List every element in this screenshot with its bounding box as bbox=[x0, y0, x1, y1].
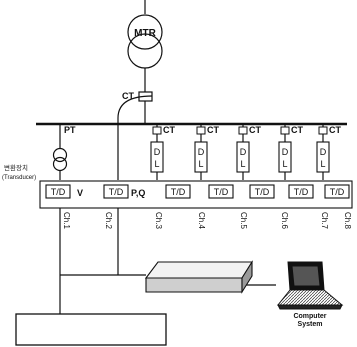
dl-letter-l: L bbox=[240, 159, 245, 169]
transformer-secondary-winding bbox=[127, 33, 163, 69]
channel-label: Ch.8 bbox=[343, 212, 352, 229]
daqbook-device bbox=[144, 260, 253, 294]
feeder-ct bbox=[238, 126, 248, 135]
td-label: T/D bbox=[330, 187, 345, 197]
channel-label: Ch.5 bbox=[239, 212, 248, 229]
dl-letter-l: L bbox=[282, 159, 287, 169]
ct-label: CT bbox=[329, 125, 341, 135]
ct-label: CT bbox=[291, 125, 303, 135]
dl-letter-l: L bbox=[320, 159, 325, 169]
main-ct-signal-line bbox=[117, 95, 153, 180]
dl-box bbox=[278, 141, 292, 173]
td-label: T/D bbox=[109, 187, 124, 197]
dl-letter-l: L bbox=[198, 159, 203, 169]
laptop-icon bbox=[276, 261, 344, 310]
td-box bbox=[45, 184, 71, 199]
dl-letter-d: D bbox=[282, 147, 289, 157]
td-box bbox=[208, 184, 234, 199]
td-label: T/D bbox=[294, 187, 309, 197]
dl-letter-d: D bbox=[198, 147, 205, 157]
channel-label: Ch.7 bbox=[320, 212, 329, 229]
dl-box bbox=[236, 141, 250, 173]
dl-letter-d: D bbox=[154, 147, 161, 157]
ct-label: CT bbox=[163, 125, 175, 135]
td-box bbox=[103, 184, 129, 199]
channel-label: Ch.6 bbox=[280, 212, 289, 229]
td-box bbox=[165, 184, 191, 199]
dl-box bbox=[194, 141, 208, 173]
transducer-label-korean: 변환장치 bbox=[4, 163, 28, 172]
channel-label: Ch.3 bbox=[154, 212, 163, 229]
transformer-label: MTR bbox=[134, 28, 156, 39]
transformer-primary-winding bbox=[127, 14, 163, 50]
td-box bbox=[324, 184, 350, 199]
pt-label: PT bbox=[64, 125, 76, 135]
ct-label: CT bbox=[249, 125, 261, 135]
td-box bbox=[288, 184, 314, 199]
feeder-ct bbox=[280, 126, 290, 135]
transducer-label-english: (Transducer) bbox=[2, 175, 36, 181]
scada-system-box bbox=[15, 313, 167, 346]
pt-coil-upper bbox=[52, 147, 68, 163]
dl-letter-d: D bbox=[240, 147, 247, 157]
voltage-label: V bbox=[77, 188, 83, 198]
td-box bbox=[249, 184, 275, 199]
ct-label: CT bbox=[207, 125, 219, 135]
td-label: T/D bbox=[255, 187, 270, 197]
dl-box bbox=[316, 141, 330, 173]
main-ct-label: CT bbox=[122, 91, 134, 101]
td-label: T/D bbox=[171, 187, 186, 197]
feeder-ct bbox=[196, 126, 206, 135]
td-label: T/D bbox=[214, 187, 229, 197]
channel-label: Ch.2 bbox=[104, 212, 113, 229]
dl-box bbox=[150, 141, 164, 173]
feeder-ct bbox=[152, 126, 162, 135]
transducer-panel bbox=[39, 180, 353, 209]
channel-label: Ch.4 bbox=[197, 212, 206, 229]
computer-label-line1: Computer bbox=[293, 313, 326, 320]
td-label: T/D bbox=[51, 187, 66, 197]
dl-letter-l: L bbox=[154, 159, 159, 169]
feeder-ct bbox=[318, 126, 328, 135]
power-label: P,Q bbox=[131, 188, 145, 198]
pt-coil-lower bbox=[52, 156, 68, 172]
channel-label: Ch.1 bbox=[62, 212, 71, 229]
computer-label-line2: System bbox=[298, 321, 323, 328]
dl-letter-d: D bbox=[320, 147, 327, 157]
